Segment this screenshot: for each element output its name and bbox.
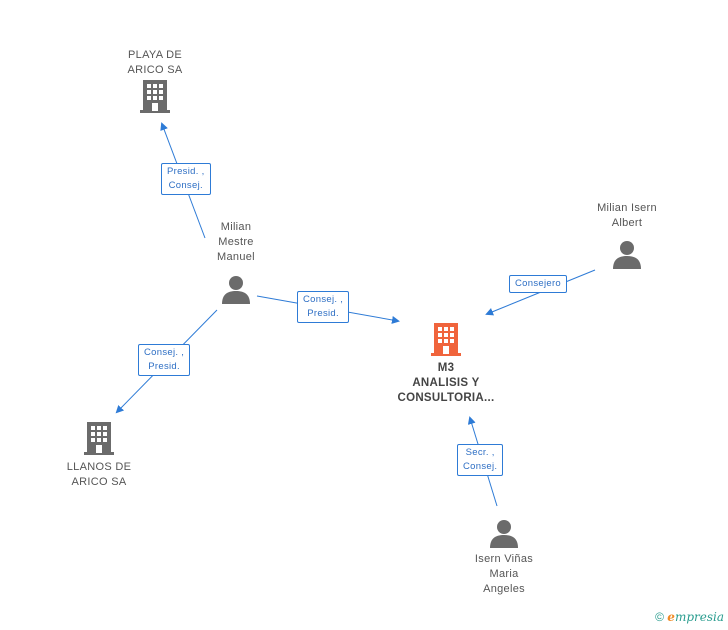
copyright-icon: © — [655, 610, 664, 624]
edge-label-consej-presid-m3[interactable]: Consej. , Presid. — [297, 291, 350, 323]
edge-label-secr-consej[interactable]: Secr. , Consej. — [457, 444, 504, 476]
building-icon — [140, 80, 170, 113]
empresia-watermark: © empresia — [655, 610, 724, 624]
person-label: Milian Isern Albert — [597, 202, 657, 229]
person-label: Milian Mestre Manuel — [217, 221, 255, 263]
edge-label-presid-consej[interactable]: Presid. , Consej. — [161, 163, 211, 195]
edge-label-consejero[interactable]: Consejero — [509, 275, 568, 293]
node-llanos-de-arico[interactable]: LLANOS DE ARICO SA — [29, 420, 169, 490]
company-label: PLAYA DE ARICO SA — [127, 49, 183, 76]
building-icon — [431, 323, 461, 356]
node-isern-vinas-maria-angeles[interactable]: Isern Viñas Maria Angeles — [434, 519, 574, 597]
company-label: LLANOS DE ARICO SA — [66, 461, 132, 488]
person-label: Isern Viñas Maria Angeles — [474, 553, 534, 595]
node-milian-mestre-manuel[interactable]: Milian Mestre Manuel — [166, 220, 306, 305]
person-icon — [490, 520, 518, 548]
node-playa-de-arico[interactable]: PLAYA DE ARICO SA — [85, 48, 225, 114]
brand-logo: empresia — [667, 610, 724, 624]
node-m3-analisis[interactable]: M3 ANALISIS Y CONSULTORIA... — [376, 321, 516, 406]
main-company-label: M3 ANALISIS Y CONSULTORIA... — [397, 362, 495, 404]
person-icon — [222, 276, 250, 304]
node-milian-isern-albert[interactable]: Milian Isern Albert — [557, 201, 697, 270]
building-icon — [84, 422, 114, 455]
person-icon — [613, 241, 641, 269]
edge-label-consej-presid-llanos[interactable]: Consej. , Presid. — [138, 344, 191, 376]
